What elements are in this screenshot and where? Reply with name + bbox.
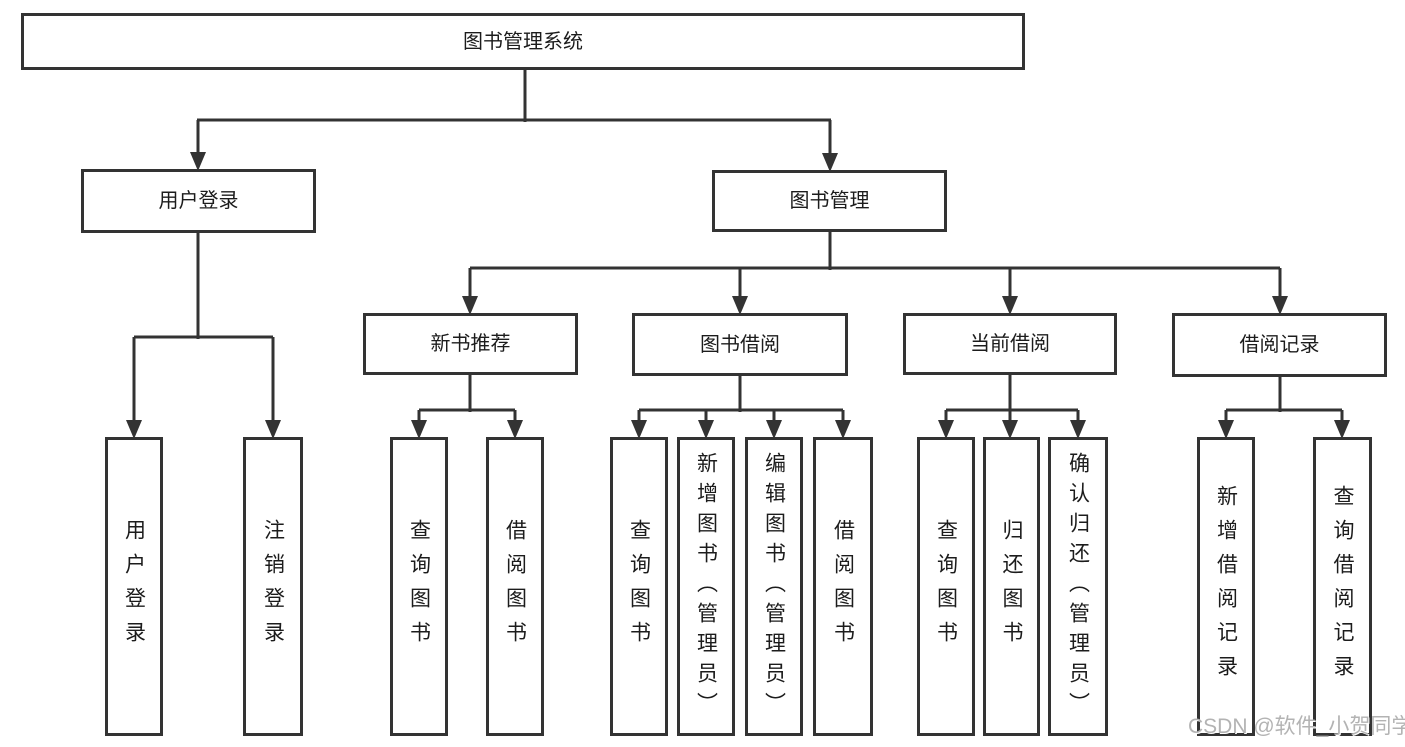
leaf-add-books-admin: 新增图书（管理员） xyxy=(677,437,735,736)
leaf-query-books-recommend: 查询图书 xyxy=(390,437,448,736)
leaf-borrow-books-recommend: 借阅图书 xyxy=(486,437,544,736)
node-label: 借阅图书 xyxy=(831,518,855,655)
leaf-return-books: 归还图书 xyxy=(983,437,1040,736)
leaf-query-books-borrow: 查询图书 xyxy=(610,437,668,736)
leaf-query-books-current: 查询图书 xyxy=(917,437,975,736)
node-label: 用户登录 xyxy=(122,518,146,655)
leaf-borrow-books: 借阅图书 xyxy=(813,437,873,736)
leaf-query-borrow-record: 查询借阅记录 xyxy=(1313,437,1372,736)
node-label: 编辑图书（管理员） xyxy=(762,451,786,722)
node-current-borrow: 当前借阅 xyxy=(903,313,1117,375)
node-new-book-recommend: 新书推荐 xyxy=(363,313,578,375)
leaf-add-borrow-record: 新增借阅记录 xyxy=(1197,437,1255,736)
node-label: 新书推荐 xyxy=(430,333,511,355)
node-label: 借阅记录 xyxy=(1239,334,1320,356)
node-label: 确认归还（管理员） xyxy=(1066,451,1090,722)
node-library-system: 图书管理系统 xyxy=(21,13,1025,70)
node-label: 用户登录 xyxy=(158,190,239,212)
leaf-confirm-return-admin: 确认归还（管理员） xyxy=(1048,437,1108,736)
node-label: 查询图书 xyxy=(627,518,651,655)
node-label: 新增图书（管理员） xyxy=(694,451,718,722)
node-label: 图书借阅 xyxy=(700,333,780,356)
node-label: 当前借阅 xyxy=(970,333,1050,355)
node-borrow-records: 借阅记录 xyxy=(1172,313,1387,377)
leaf-user-login: 用户登录 xyxy=(105,437,163,736)
node-label: 新增借阅记录 xyxy=(1214,484,1238,689)
node-label: 图书管理系统 xyxy=(463,30,583,53)
node-label: 查询借阅记录 xyxy=(1331,484,1354,689)
leaf-logout: 注销登录 xyxy=(243,437,303,736)
node-user-login: 用户登录 xyxy=(81,169,316,233)
leaf-edit-books-admin: 编辑图书（管理员） xyxy=(745,437,803,736)
node-label: 借阅图书 xyxy=(503,518,527,655)
node-label: 归还图书 xyxy=(1000,518,1023,655)
node-label: 查询图书 xyxy=(934,518,958,655)
node-book-borrow: 图书借阅 xyxy=(632,313,848,376)
node-label: 注销登录 xyxy=(261,518,285,655)
watermark: CSDN @软件_小贺同学 xyxy=(1188,715,1405,738)
node-label: 图书管理 xyxy=(789,190,870,212)
node-book-management: 图书管理 xyxy=(712,170,947,232)
node-label: 查询图书 xyxy=(407,518,431,655)
